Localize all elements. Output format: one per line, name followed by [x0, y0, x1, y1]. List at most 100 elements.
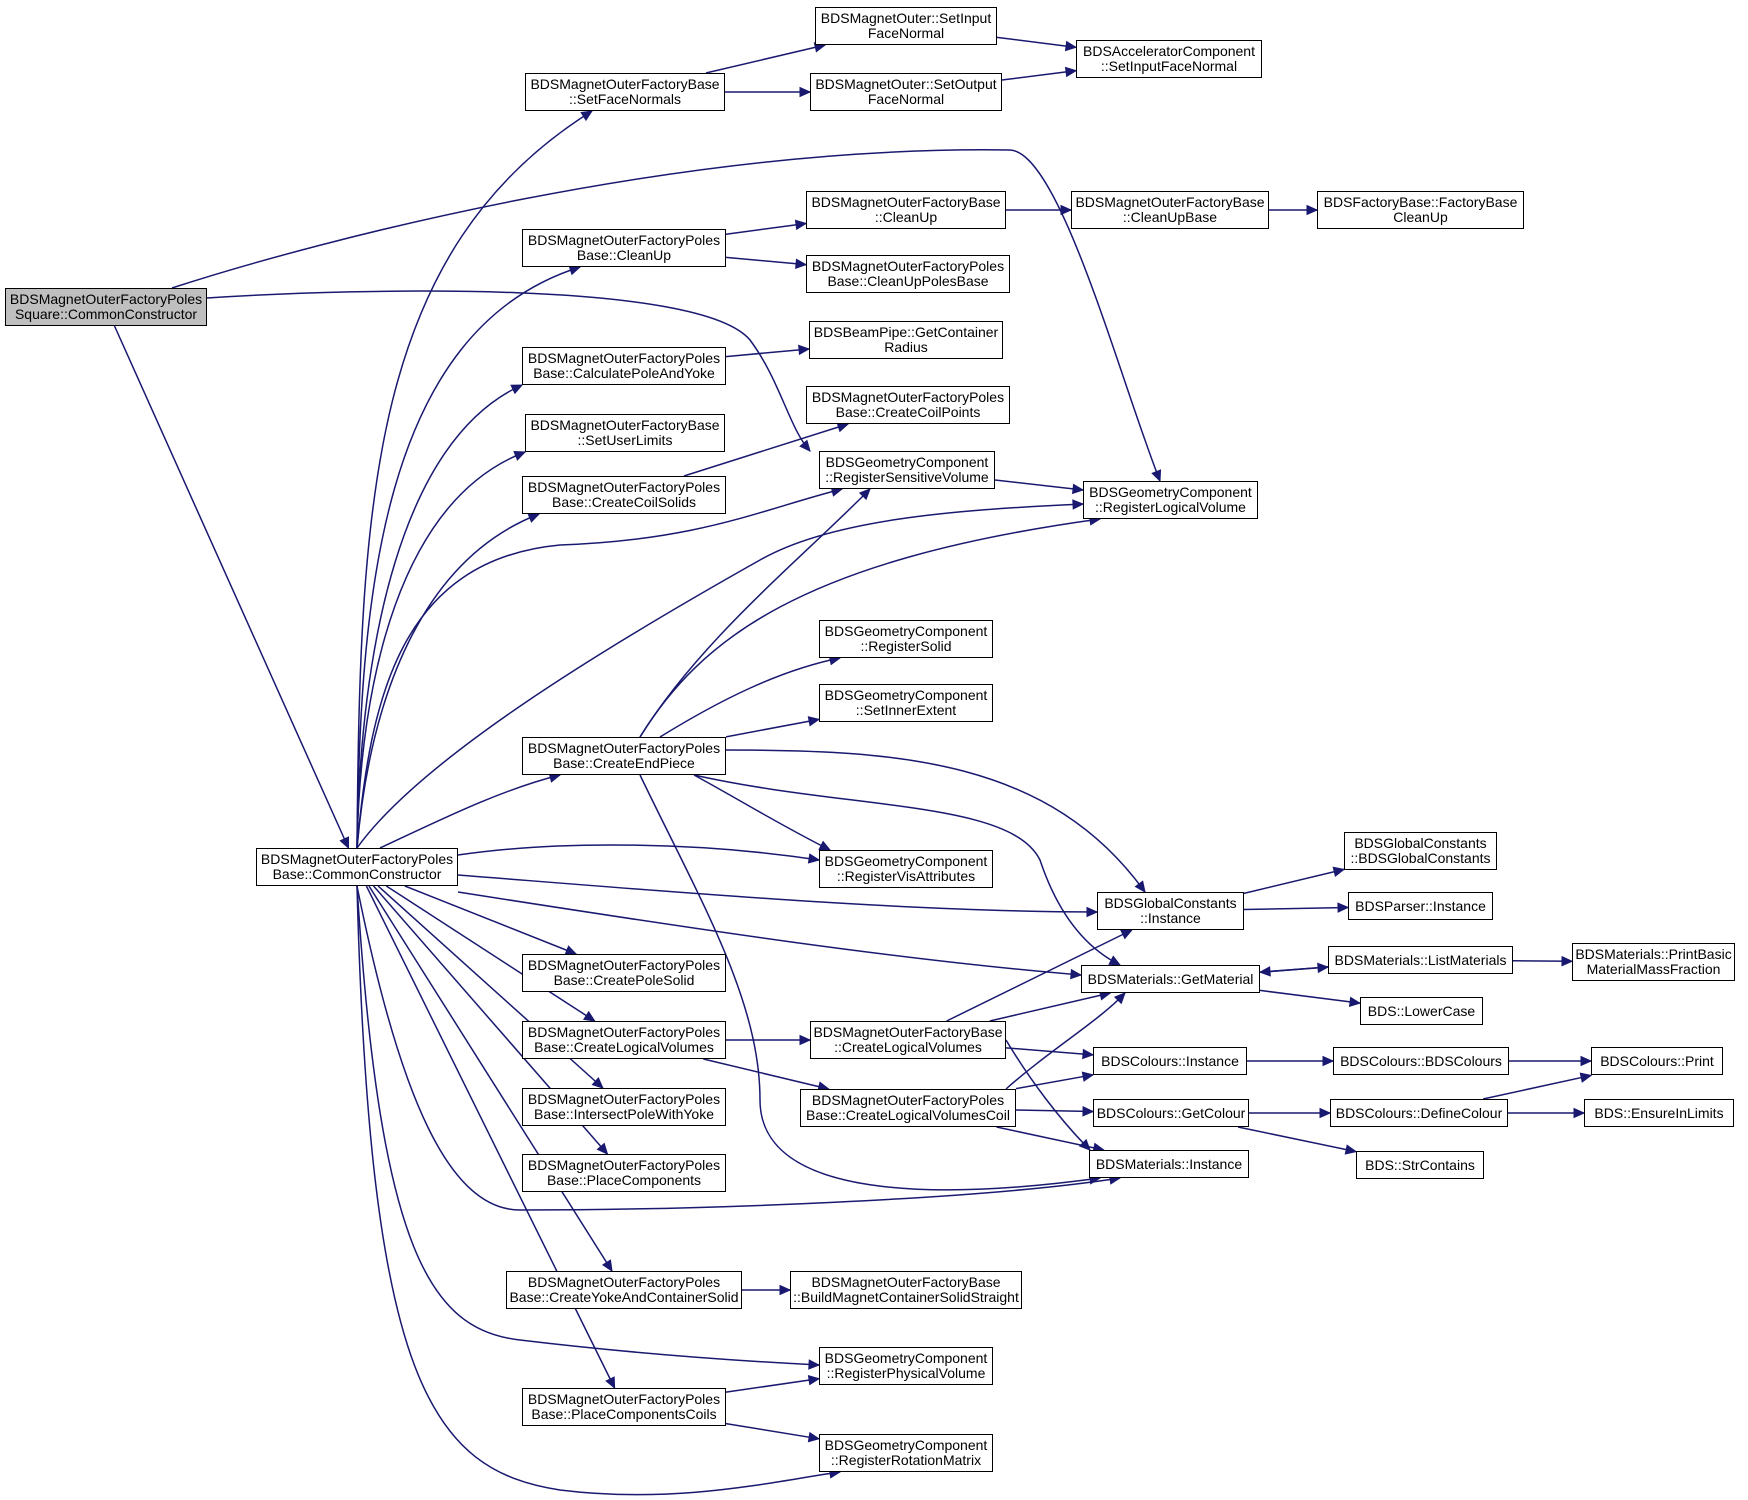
edge-create-end-piece-to-materials-get — [693, 774, 1121, 966]
node-reg-rotation[interactable]: BDSGeometryComponent::RegisterRotationMa… — [819, 1434, 993, 1472]
edge-create-end-piece-to-reg-logical — [639, 518, 1101, 738]
node-label-line: BDSMagnetOuter::SetInput — [820, 10, 992, 26]
node-label-line: BDSGeometryComponent — [824, 1350, 988, 1366]
edge-clean-up-poles-to-clean-up-base-arrowhead — [794, 219, 808, 231]
edge-create-end-piece-to-reg-sensitive-arrowhead — [858, 488, 871, 501]
node-label-line: BDSAcceleratorComponent — [1083, 43, 1255, 59]
node-lower-case[interactable]: BDS::LowerCase — [1360, 997, 1483, 1025]
node-label-line: Base::IntersectPoleWithYoke — [533, 1106, 715, 1122]
node-label-line: Square::CommonConstructor — [14, 306, 198, 322]
node-label-line: BDSGeometryComponent — [1089, 484, 1252, 500]
edge-colours-get-to-colours-define-arrowhead — [1319, 1107, 1332, 1119]
edge-create-end-piece-to-reg-vis-attr-arrowhead — [818, 840, 832, 851]
edge-create-lv-coil-to-colours-instance — [1015, 1074, 1094, 1090]
edge-create-end-piece-to-global-const-inst — [725, 749, 1146, 893]
node-acc-set-input[interactable]: BDSAcceleratorComponent::SetInputFaceNor… — [1076, 40, 1262, 78]
node-label-line: BDSMagnetOuterFactoryPoles — [527, 1157, 721, 1173]
edge-cc-base-to-set-face-normals — [356, 110, 593, 849]
edge-cc-base-to-create-lv-poles-arrowhead — [582, 1010, 596, 1022]
node-label-line: ::CleanUpBase — [1122, 209, 1218, 225]
edge-cc-base-to-reg-vis-attr-arrowhead — [807, 853, 821, 864]
node-build-container-straight[interactable]: BDSMagnetOuterFactoryBase::BuildMagnetCo… — [790, 1271, 1022, 1309]
node-label-line: ::RegisterVisAttributes — [836, 868, 976, 884]
edge-create-lv-base-to-colours-instance — [1005, 1047, 1094, 1056]
node-colours-get[interactable]: BDSColours::GetColour — [1093, 1099, 1249, 1127]
edge-create-end-piece-to-materials-instance — [639, 774, 1101, 1191]
node-reg-vis-attr[interactable]: BDSGeometryComponent::RegisterVisAttribu… — [819, 850, 993, 888]
edge-calc-pole-yoke-to-beampipe-radius-arrowhead — [798, 344, 811, 356]
edge-create-end-piece-to-global-const-inst-arrowhead — [1134, 880, 1146, 893]
node-materials-list[interactable]: BDSMaterials::ListMaterials — [1328, 946, 1513, 974]
node-ensure-in-limits[interactable]: BDS::EnsureInLimits — [1584, 1099, 1734, 1127]
node-colours-define[interactable]: BDSColours::DefineColour — [1330, 1099, 1508, 1127]
edge-cc-base-to-create-yoke-container — [368, 885, 613, 1272]
edge-set-input-face-to-acc-set-input — [996, 36, 1077, 49]
edge-clean-up-poles-to-clean-up-poles-base — [725, 256, 807, 266]
node-set-inner-extent[interactable]: BDSGeometryComponent::SetInnerExtent — [819, 684, 993, 722]
edge-create-lv-coil-to-materials-instance — [996, 1126, 1104, 1151]
node-label-line: Base::CreateCoilPoints — [835, 404, 981, 420]
node-colours-print[interactable]: BDSColours::Print — [1591, 1047, 1723, 1075]
node-set-face-normals[interactable]: BDSMagnetOuterFactoryBase::SetFaceNormal… — [525, 73, 725, 111]
node-str-contains[interactable]: BDS::StrContains — [1356, 1151, 1484, 1179]
node-materials-instance[interactable]: BDSMaterials::Instance — [1089, 1150, 1249, 1178]
node-clean-up-base-fn[interactable]: BDSMagnetOuterFactoryBase::CleanUpBase — [1071, 191, 1269, 229]
node-label-line: Base::CreatePoleSolid — [553, 972, 695, 988]
node-label-line: ::RegisterSolid — [860, 638, 952, 654]
edge-global-const-inst-to-global-const-ctor — [1243, 868, 1345, 895]
node-label-line: BDSMagnetOuterFactoryBase — [811, 1274, 1001, 1290]
edge-cc-sq-to-reg-logical-arrowhead — [1151, 469, 1162, 483]
node-create-lv-base[interactable]: BDSMagnetOuterFactoryBase::CreateLogical… — [810, 1021, 1006, 1059]
edge-clean-up-poles-to-clean-up-poles-base-arrowhead — [795, 258, 808, 269]
edge-cc-base-to-materials-instance — [356, 885, 1121, 1211]
edge-cc-base-to-create-pole-solid — [404, 885, 577, 955]
edge-cc-base-to-materials-get — [457, 891, 1082, 976]
node-clean-up-base[interactable]: BDSMagnetOuterFactoryBase::CleanUp — [806, 191, 1006, 229]
node-label-line: BDSMagnetOuterFactoryPoles — [527, 1024, 721, 1040]
node-colours-ctor[interactable]: BDSColours::BDSColours — [1333, 1047, 1509, 1075]
node-global-const-inst[interactable]: BDSGlobalConstants::Instance — [1097, 892, 1244, 930]
node-set-user-limits[interactable]: BDSMagnetOuterFactoryBase::SetUserLimits — [525, 414, 725, 452]
node-global-const-ctor[interactable]: BDSGlobalConstants::BDSGlobalConstants — [1344, 832, 1497, 870]
node-reg-sensitive[interactable]: BDSGeometryComponent::RegisterSensitiveV… — [819, 451, 995, 489]
node-parser-instance[interactable]: BDSParser::Instance — [1348, 892, 1493, 920]
edge-materials-list-to-materials-print-arrowhead — [1561, 955, 1574, 967]
edge-global-const-inst-to-parser-instance-arrowhead — [1337, 902, 1350, 913]
node-colours-instance[interactable]: BDSColours::Instance — [1093, 1047, 1247, 1075]
node-label-line: ::RegisterSensitiveVolume — [825, 469, 989, 485]
node-label-line: BDSGlobalConstants — [1104, 895, 1237, 911]
node-label-line: ::SetInnerExtent — [855, 702, 957, 718]
node-label-line: BDSMagnetOuterFactoryPoles — [811, 258, 1005, 274]
node-reg-physical[interactable]: BDSGeometryComponent::RegisterPhysicalVo… — [819, 1347, 993, 1385]
node-label-line: BDSMaterials::GetMaterial — [1087, 970, 1254, 987]
node-label-line: BDS::LowerCase — [1367, 1002, 1476, 1019]
node-label-line: BDSMagnetOuterFactoryBase — [813, 1024, 1003, 1040]
node-reg-logical[interactable]: BDSGeometryComponent::RegisterLogicalVol… — [1083, 481, 1258, 519]
node-label-line: ::CleanUp — [874, 209, 938, 225]
node-label-line: BDSMagnetOuterFactoryPoles — [527, 957, 721, 973]
node-materials-get[interactable]: BDSMaterials::GetMaterial — [1081, 965, 1260, 993]
node-label-line: BDSMagnetOuterFactoryPoles — [527, 479, 721, 495]
node-reg-solid[interactable]: BDSGeometryComponent::RegisterSolid — [819, 620, 993, 658]
